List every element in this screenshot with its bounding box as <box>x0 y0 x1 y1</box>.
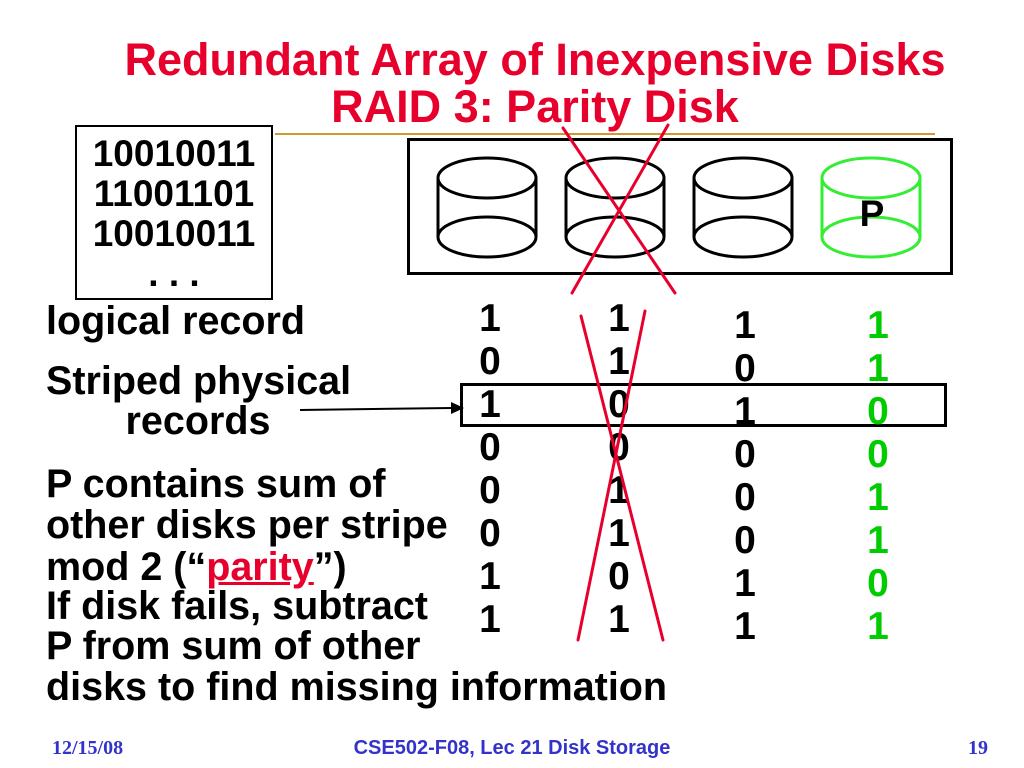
bit: 0 <box>608 383 630 426</box>
bit: 1 <box>734 390 756 433</box>
parity-bit: 1 <box>867 304 889 347</box>
logical-record-label: logical record <box>46 299 306 343</box>
bit-column-disk-3: 1 0 1 0 0 0 1 1 <box>723 304 767 648</box>
bit: 1 <box>608 297 630 340</box>
striped-records-label-line-2: records <box>125 399 271 443</box>
footer-course: CSE502-F08, Lec 21 Disk Storage <box>353 737 671 759</box>
title-line-1: Redundant Array of Inexpensive Disks <box>124 34 946 85</box>
bit: 0 <box>479 426 501 469</box>
bit: 0 <box>608 426 630 469</box>
parity-text-suffix: ”) <box>313 545 347 589</box>
logical-record-box <box>75 125 273 300</box>
striped-records-label-line-1: Striped physical <box>46 359 352 403</box>
bit: 0 <box>734 476 756 519</box>
bit: 1 <box>479 555 501 598</box>
bit: 1 <box>734 304 756 347</box>
parity-bit: 0 <box>867 562 889 605</box>
parity-bit: 0 <box>867 433 889 476</box>
bit: 1 <box>608 512 630 555</box>
parity-bit: 1 <box>867 605 889 648</box>
footer-page-number: 19 <box>968 737 988 759</box>
disk-array-box <box>407 138 953 275</box>
logical-record-contents: 10010011 11001101 10010011 . . . <box>75 134 273 294</box>
title-line-2: RAID 3: Parity Disk <box>331 81 739 132</box>
parity-bit: 1 <box>867 519 889 562</box>
logical-record-line: 10010011 <box>92 133 256 174</box>
bit: 1 <box>608 340 630 383</box>
bit: 1 <box>734 562 756 605</box>
bit: 0 <box>479 340 501 383</box>
bit: 0 <box>734 519 756 562</box>
bit: 1 <box>479 383 501 426</box>
parity-text-line-4: If disk fails, subtract <box>46 584 428 628</box>
bit: 1 <box>608 598 630 641</box>
bit-column-disk-1: 1 0 1 0 0 0 1 1 <box>468 297 512 641</box>
bit-column-disk-2-failed: 1 1 0 0 1 1 0 1 <box>597 297 641 641</box>
parity-bit: 1 <box>867 476 889 519</box>
bit: 1 <box>734 605 756 648</box>
logical-record-line: 11001101 <box>93 173 255 214</box>
parity-text-line-6: disks to find missing information <box>46 665 668 709</box>
parity-text-line-1: P contains sum of <box>46 462 386 506</box>
slide-title: Redundant Array of Inexpensive Disks RAI… <box>46 36 1024 130</box>
bit: 0 <box>734 433 756 476</box>
logical-record-line: 10010011 <box>92 213 256 254</box>
bit: 0 <box>608 555 630 598</box>
parity-text-prefix: mod 2 (“ <box>46 545 207 589</box>
bit: 0 <box>734 347 756 390</box>
bit: 0 <box>479 512 501 555</box>
bit: 1 <box>479 297 501 340</box>
footer-date: 12/15/08 <box>52 737 124 759</box>
parity-text-line-2: other disks per stripe <box>46 503 448 547</box>
parity-text-line-5: P from sum of other <box>46 624 421 668</box>
parity-term: parity <box>206 545 314 589</box>
bit: 0 <box>479 469 501 512</box>
parity-bit: 1 <box>867 347 889 390</box>
bit: 1 <box>608 469 630 512</box>
parity-bit: 0 <box>867 390 889 433</box>
bit-column-parity: 1 1 0 0 1 1 0 1 <box>856 304 900 648</box>
bit: 1 <box>479 598 501 641</box>
parity-text-line-3: mod 2 (“parity”) <box>46 545 347 589</box>
logical-record-ellipsis: . . . <box>148 253 200 294</box>
